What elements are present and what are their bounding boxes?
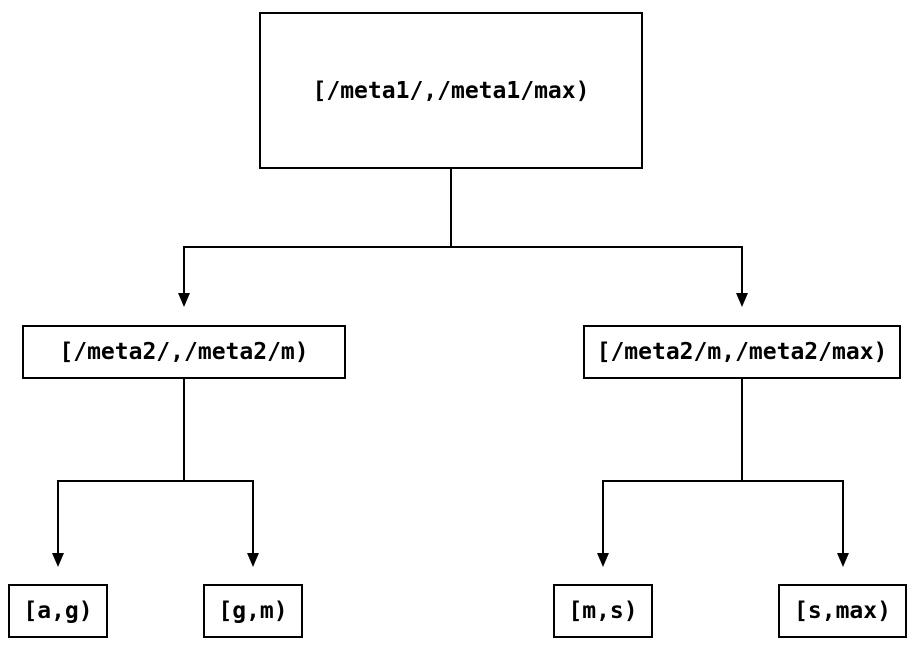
node-leaf-range-smax: [s,max) xyxy=(778,584,907,638)
node-meta1-range: [/meta1/,/meta1/max) xyxy=(259,12,643,169)
arrow-down-icon xyxy=(736,293,748,307)
node-label: [g,m) xyxy=(218,598,288,624)
node-label: [m,s) xyxy=(568,598,638,624)
node-label: [/meta2/m,/meta2/max) xyxy=(596,339,888,365)
node-meta2-right-range: [/meta2/m,/meta2/max) xyxy=(583,325,901,379)
arrow-down-icon xyxy=(247,553,259,567)
node-leaf-range-gm: [g,m) xyxy=(203,584,303,638)
node-label: [/meta1/,/meta1/max) xyxy=(312,77,590,104)
arrow-down-icon xyxy=(52,553,64,567)
node-label: [s,max) xyxy=(794,598,891,624)
node-label: [a,g) xyxy=(23,598,93,624)
arrow-down-icon xyxy=(178,293,190,307)
node-leaf-range-ag: [a,g) xyxy=(8,584,108,638)
node-leaf-range-ms: [m,s) xyxy=(553,584,653,638)
node-label: [/meta2/,/meta2/m) xyxy=(59,339,309,365)
arrow-down-icon xyxy=(597,553,609,567)
arrow-down-icon xyxy=(837,553,849,567)
node-meta2-left-range: [/meta2/,/meta2/m) xyxy=(22,325,346,379)
